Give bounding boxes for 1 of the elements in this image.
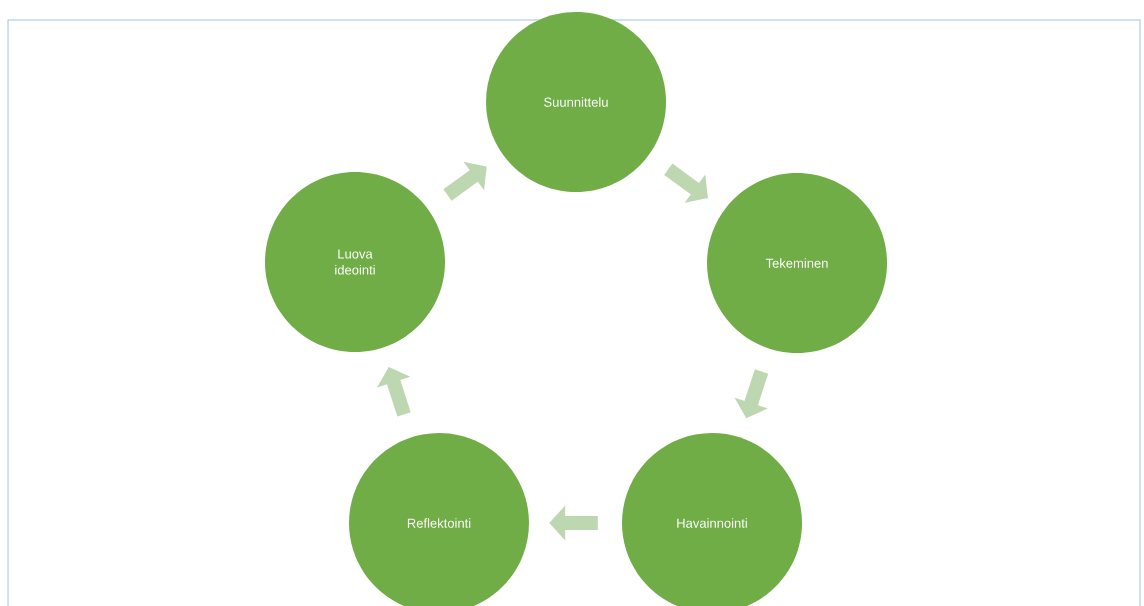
block-arrow (443, 161, 487, 201)
